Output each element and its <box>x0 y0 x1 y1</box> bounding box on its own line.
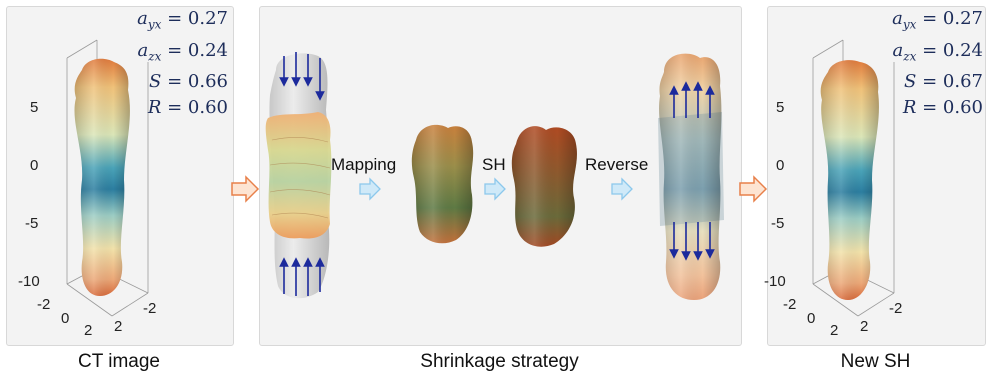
ct-z-tick: 0 <box>30 157 38 174</box>
sh-x-tick: -2 <box>783 296 796 313</box>
sh-z-tick: 5 <box>776 99 784 116</box>
orange-arrow-right <box>740 177 766 201</box>
step-mapping-label: Mapping <box>331 155 396 175</box>
ct-y-tick: 2 <box>114 318 122 335</box>
ct-x-tick: -2 <box>37 296 50 313</box>
ct-stats: ayx = 0.27 azx = 0.24 S = 0.66 R = 0.60 <box>137 6 228 121</box>
reverse-bone <box>658 54 724 300</box>
sh-x-tick: 2 <box>830 322 838 339</box>
sh-z-tick: -5 <box>771 215 784 232</box>
ct-z-tick: -5 <box>25 215 38 232</box>
ct-z-tick: -10 <box>18 273 40 290</box>
sh-z-tick: -10 <box>764 273 786 290</box>
blue-arrow-reverse <box>612 179 632 199</box>
sh-chunk <box>512 126 577 247</box>
step-reverse-label: Reverse <box>585 155 648 175</box>
ct-stat-r: R = 0.60 <box>137 95 228 121</box>
sh-x-tick: 0 <box>807 310 815 327</box>
sh-z-tick: 0 <box>776 157 784 174</box>
sh-y-tick: 2 <box>860 318 868 335</box>
ct-bone-shape <box>74 59 129 296</box>
sh-stat-ayx: ayx = 0.27 <box>892 6 983 38</box>
sh-stat-azx: azx = 0.24 <box>892 38 983 70</box>
sh-stat-s: S = 0.67 <box>892 69 983 95</box>
ct-stat-ayx: ayx = 0.27 <box>137 6 228 38</box>
ct-z-tick: 5 <box>30 99 38 116</box>
sh-y-tick: -2 <box>889 300 902 317</box>
ct-stat-s: S = 0.66 <box>137 69 228 95</box>
step-sh-label: SH <box>482 155 506 175</box>
ct-image-caption: CT image <box>6 351 232 373</box>
mapping-bone <box>266 52 332 298</box>
sh-bone-shape <box>821 60 879 300</box>
ct-x-tick: 0 <box>61 310 69 327</box>
blue-arrow-sh <box>485 179 505 199</box>
sh-stat-r: R = 0.60 <box>892 95 983 121</box>
shrinkage-strategy-caption: Shrinkage strategy <box>259 351 740 373</box>
blue-arrow-mapping <box>360 179 380 199</box>
sh-stats: ayx = 0.27 azx = 0.24 S = 0.67 R = 0.60 <box>892 6 983 121</box>
orange-arrow-left <box>232 177 258 201</box>
new-sh-caption: New SH <box>767 351 984 373</box>
mapped-chunk <box>412 125 473 243</box>
ct-y-tick: -2 <box>143 300 156 317</box>
ct-x-tick: 2 <box>84 322 92 339</box>
ct-stat-azx: azx = 0.24 <box>137 38 228 70</box>
